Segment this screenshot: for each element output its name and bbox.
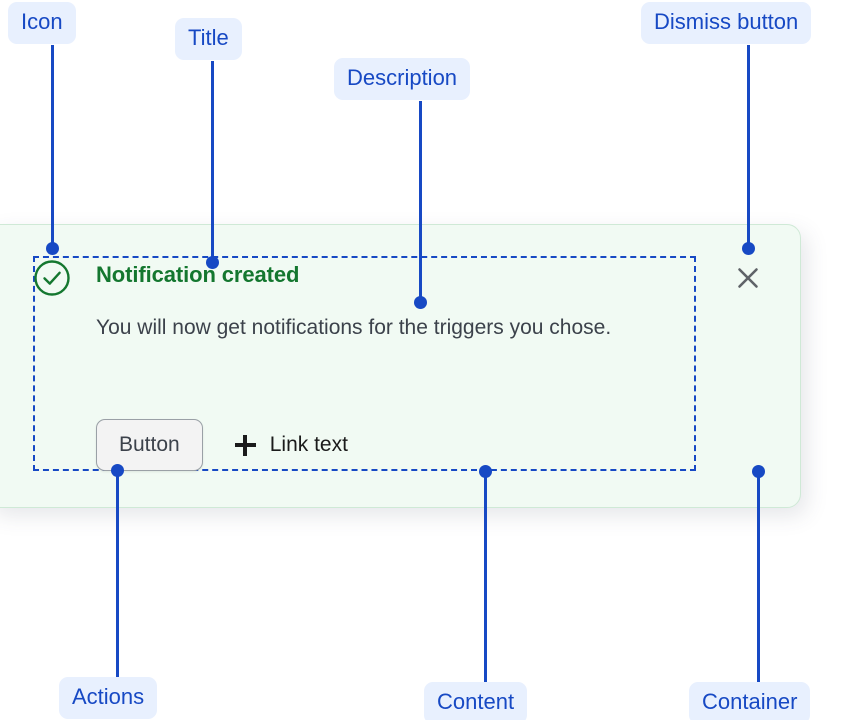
leader-dot-title xyxy=(206,256,219,269)
leader-line-container xyxy=(757,475,760,682)
annotation-label-container: Container xyxy=(689,682,811,720)
annotation-label-dismiss-button: Dismiss button xyxy=(641,2,812,44)
notification-title: Notification created xyxy=(96,262,300,287)
add-link-action[interactable]: Link text xyxy=(234,433,348,457)
leader-line-actions xyxy=(116,470,119,677)
leader-line-title xyxy=(211,61,214,261)
annotation-label-title: Title xyxy=(175,18,242,60)
annotation-label-icon: Icon xyxy=(8,2,76,44)
notification-description: You will now get notifications for the t… xyxy=(96,316,612,339)
leader-line-description xyxy=(419,101,422,301)
plus-icon xyxy=(234,434,256,456)
leader-dot-container xyxy=(752,465,765,478)
leader-line-content xyxy=(484,475,487,682)
success-check-circle-icon xyxy=(33,259,71,297)
link-action-label: Link text xyxy=(269,433,348,456)
action-button[interactable]: Button xyxy=(96,419,203,471)
annotation-label-description: Description xyxy=(334,58,471,100)
close-x-icon xyxy=(738,268,758,288)
leader-line-dismiss xyxy=(747,45,750,247)
notification-actions: Button Link text xyxy=(96,419,348,471)
leader-dot-dismiss xyxy=(742,242,755,255)
annotation-label-actions: Actions xyxy=(59,677,158,719)
leader-line-icon xyxy=(51,45,54,247)
dismiss-button[interactable] xyxy=(731,261,765,295)
leader-dot-icon xyxy=(46,242,59,255)
leader-dot-description xyxy=(414,296,427,309)
leader-dot-actions xyxy=(111,464,124,477)
annotation-label-content: Content xyxy=(424,682,528,720)
leader-dot-content xyxy=(479,465,492,478)
